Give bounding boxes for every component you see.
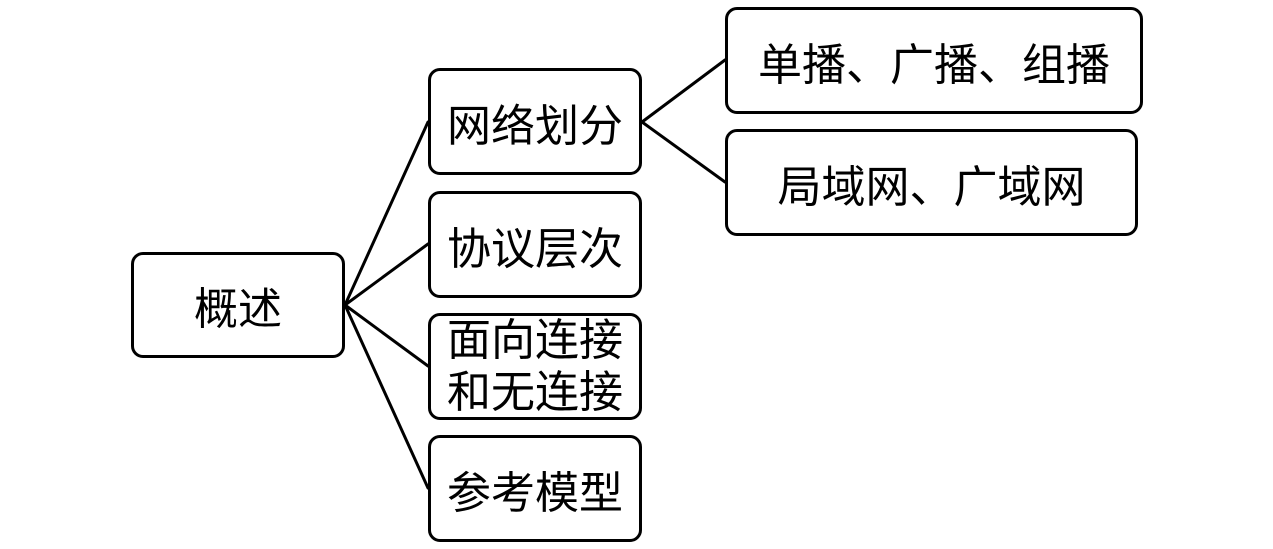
node-protocol-layers: 协议层次	[428, 191, 642, 298]
node-reference-model: 参考模型	[428, 435, 642, 542]
node-label: 协议层次	[447, 223, 623, 275]
edge-root-to-protocol-layers	[343, 242, 430, 307]
node-label: 参考模型	[447, 467, 623, 519]
edge-root-to-network-division	[343, 120, 430, 307]
node-label: 网络划分	[447, 100, 623, 152]
edge-root-to-reference-model	[343, 303, 430, 490]
node-connection-oriented-and-connectionless: 面向连接 和无连接	[428, 313, 642, 420]
node-label: 面向连接 和无连接	[447, 314, 623, 418]
node-label: 单播、广播、组播	[758, 39, 1110, 91]
node-lan-wan: 局域网、广域网	[725, 129, 1138, 236]
node-unicast-broadcast-multicast: 单播、广播、组播	[725, 7, 1143, 114]
edge-network-to-lan-wan	[640, 120, 727, 184]
node-label: 概述	[194, 284, 282, 335]
root-node-overview: 概述	[131, 252, 345, 358]
edge-network-to-cast-types	[640, 58, 727, 124]
node-label: 局域网、广域网	[777, 161, 1086, 213]
edge-root-to-connection-types	[343, 303, 430, 368]
node-network-division: 网络划分	[428, 68, 642, 175]
